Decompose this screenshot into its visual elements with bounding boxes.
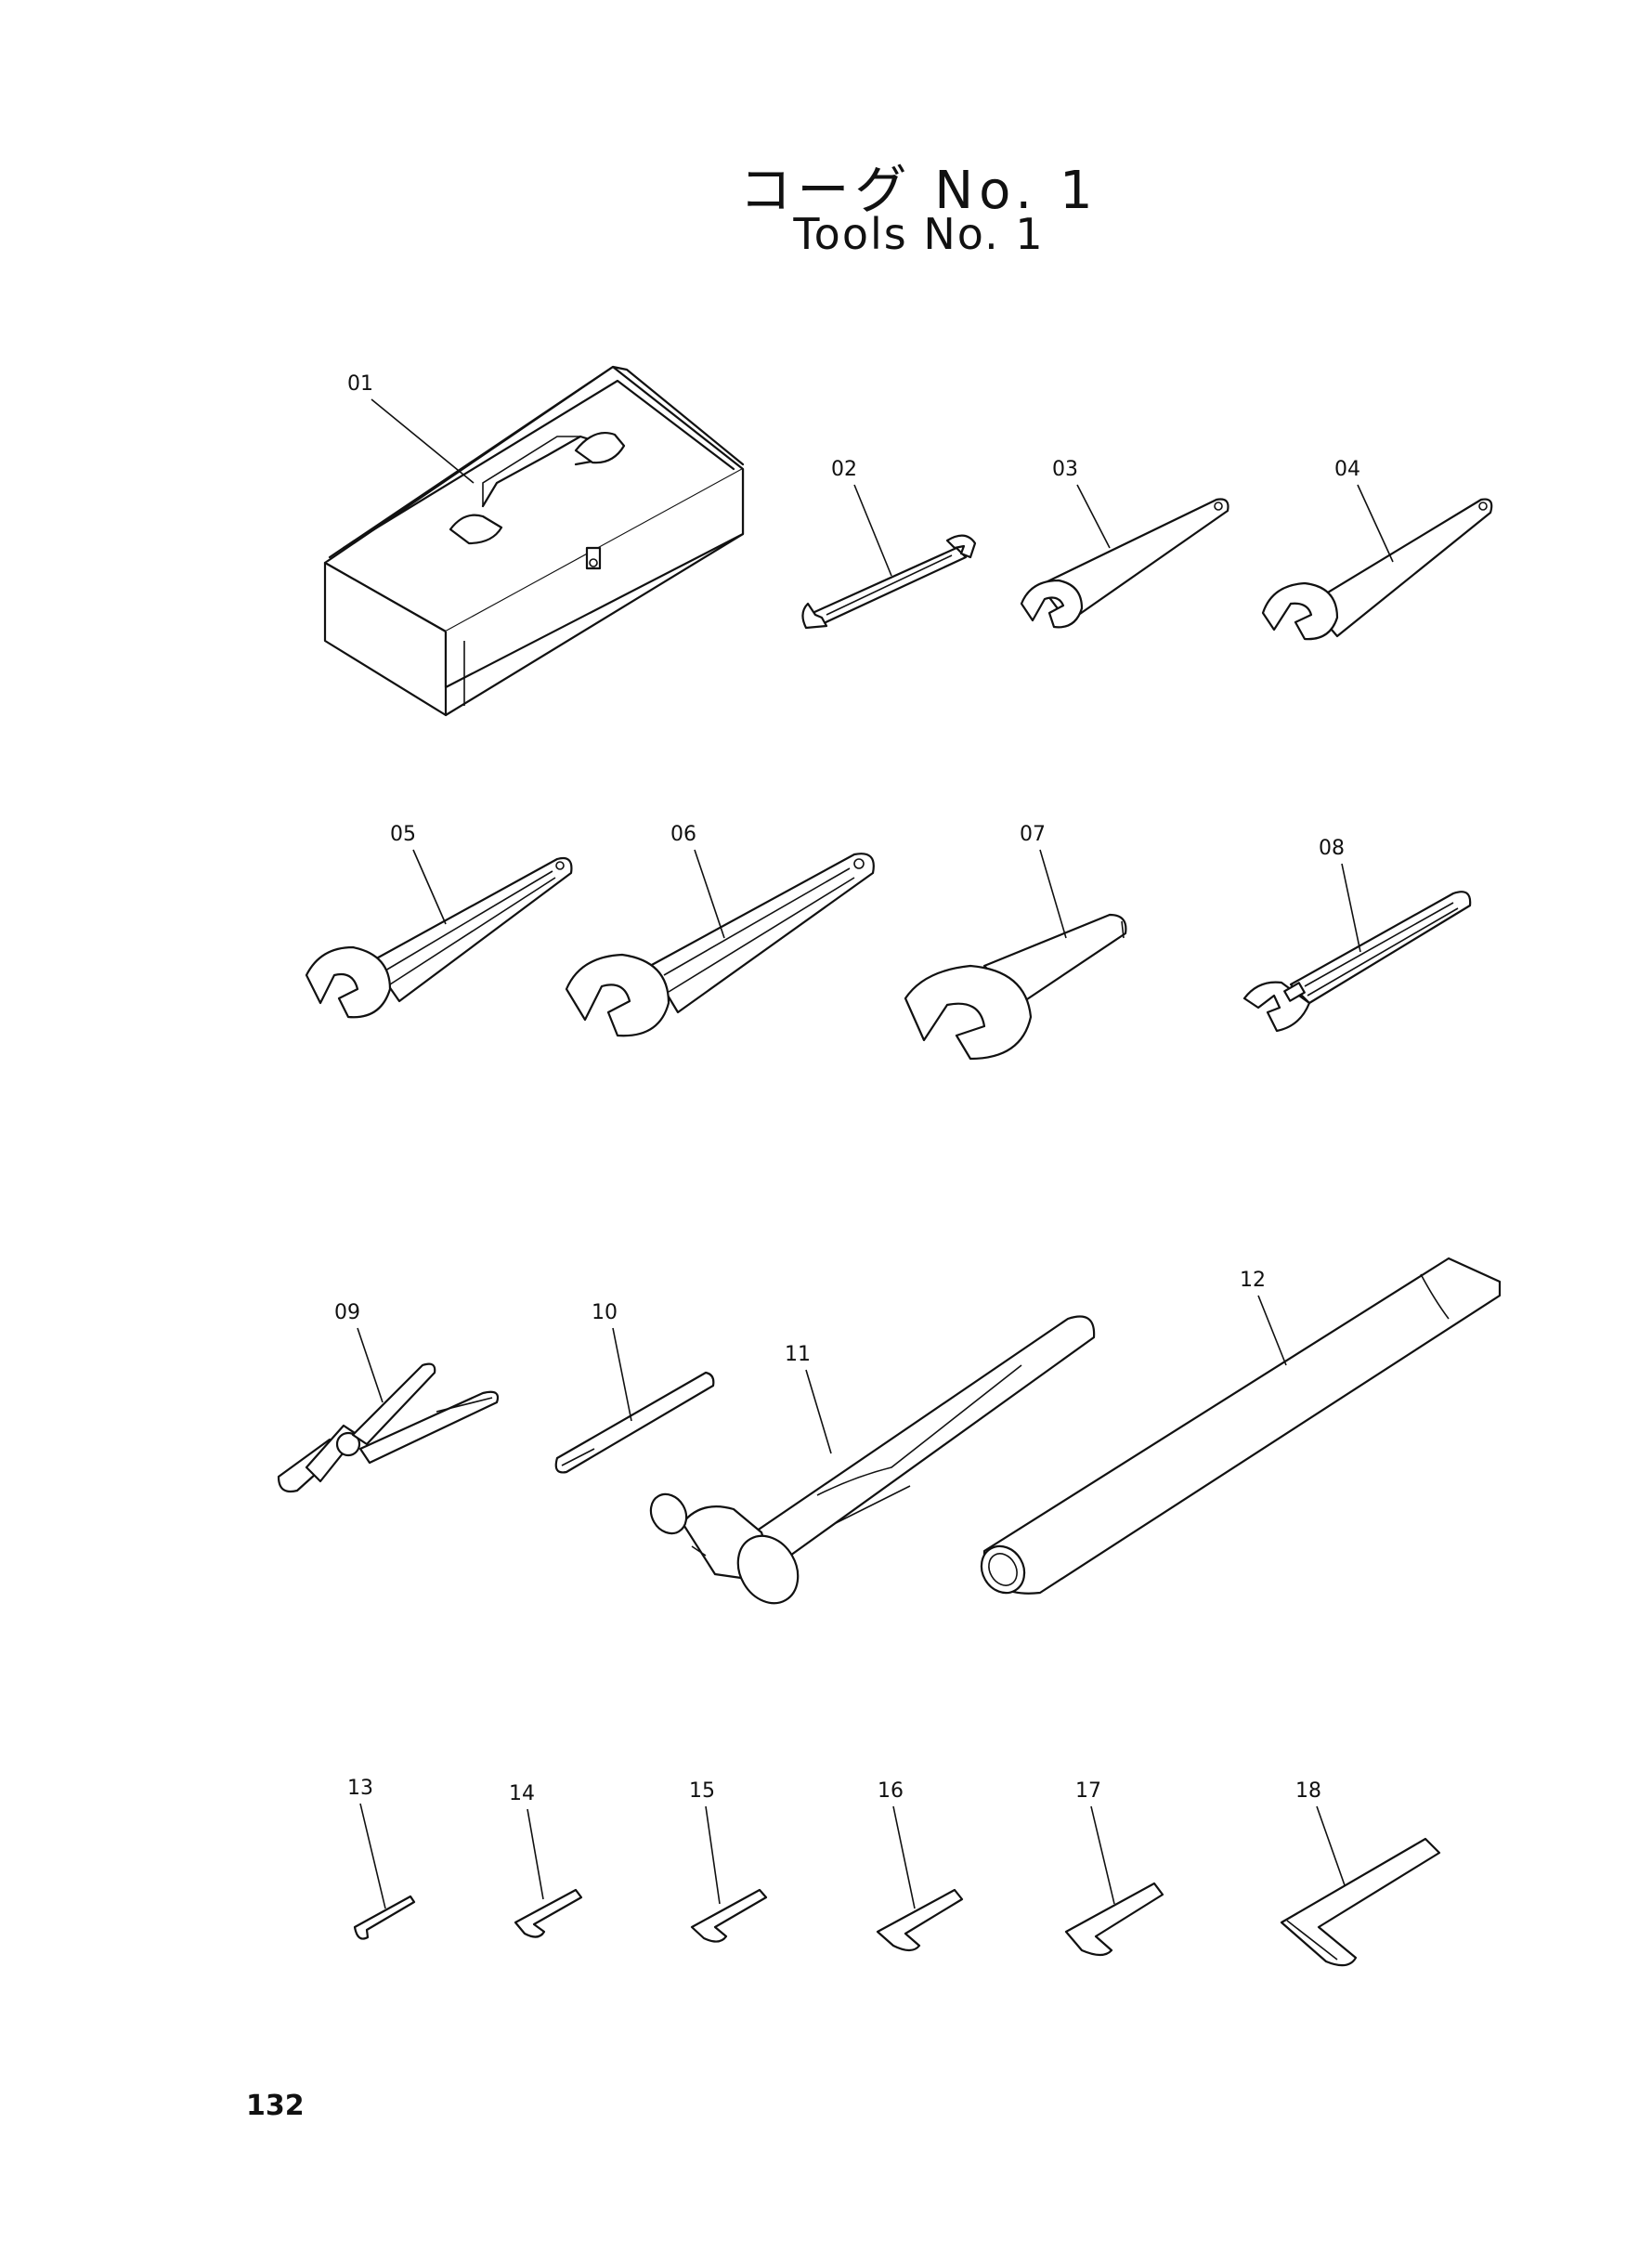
hex-key-icon [514,1888,583,1938]
svg-text:11: 11 [785,1343,811,1366]
svg-text:10: 10 [592,1301,618,1324]
svg-text:01: 01 [347,372,373,396]
svg-text:06: 06 [670,823,696,846]
ball-peen-hammer-icon [649,1315,1096,1605]
pliers-icon [277,1362,500,1493]
part-label-15: 15 [689,1779,721,1905]
extension-pipe-icon [980,1257,1502,1595]
part-label-08: 08 [1319,837,1361,953]
screwdriver-icon [554,1371,715,1474]
part-label-02: 02 [831,458,892,577]
svg-text:04: 04 [1334,458,1360,481]
single-open-end-wrench-icon [1020,498,1229,629]
hex-key-icon [690,1888,768,1943]
svg-text:02: 02 [831,458,857,481]
part-label-17: 17 [1075,1779,1115,1905]
large-spanner-icon [904,913,1127,1061]
svg-text:17: 17 [1075,1779,1101,1803]
page-title-japanese: コーグ No. 1 [739,161,1099,221]
svg-text:14: 14 [509,1782,535,1805]
part-label-16: 16 [878,1779,916,1909]
part-label-10: 10 [592,1301,632,1422]
part-label-18: 18 [1295,1779,1346,1886]
part-label-01: 01 [347,372,475,484]
svg-text:07: 07 [1020,823,1046,846]
svg-text:03: 03 [1052,458,1078,481]
part-label-12: 12 [1240,1269,1287,1366]
hex-key-icon [1280,1837,1441,1967]
single-open-end-wrench-icon [1261,498,1493,641]
double-open-end-wrench-icon [801,534,977,630]
open-end-wrench-icon [565,853,875,1037]
part-label-03: 03 [1052,458,1111,549]
svg-text:18: 18 [1295,1779,1321,1803]
svg-text:08: 08 [1319,837,1345,860]
svg-text:13: 13 [347,1777,373,1800]
part-label-05: 05 [390,823,447,925]
hex-key-icon [1064,1882,1164,1957]
part-label-04: 04 [1334,458,1394,563]
svg-text:05: 05 [390,823,416,846]
svg-text:09: 09 [334,1301,360,1324]
svg-text:15: 15 [689,1779,715,1803]
svg-text:16: 16 [878,1779,904,1803]
part-label-11: 11 [785,1343,832,1454]
part-label-06: 06 [670,823,725,939]
hex-key-icon [353,1895,416,1940]
part-label-09: 09 [334,1301,384,1403]
hex-key-icon [876,1888,964,1952]
page-title-english: Tools No. 1 [793,209,1045,259]
part-label-14: 14 [509,1782,544,1900]
svg-text:12: 12 [1240,1269,1266,1292]
part-label-07: 07 [1020,823,1067,939]
part-label-13: 13 [347,1777,386,1909]
page-number: 132 [246,2090,305,2122]
toolbox-icon [323,365,745,717]
open-end-wrench-icon [305,856,573,1019]
adjustable-wrench-icon [1242,891,1472,1033]
